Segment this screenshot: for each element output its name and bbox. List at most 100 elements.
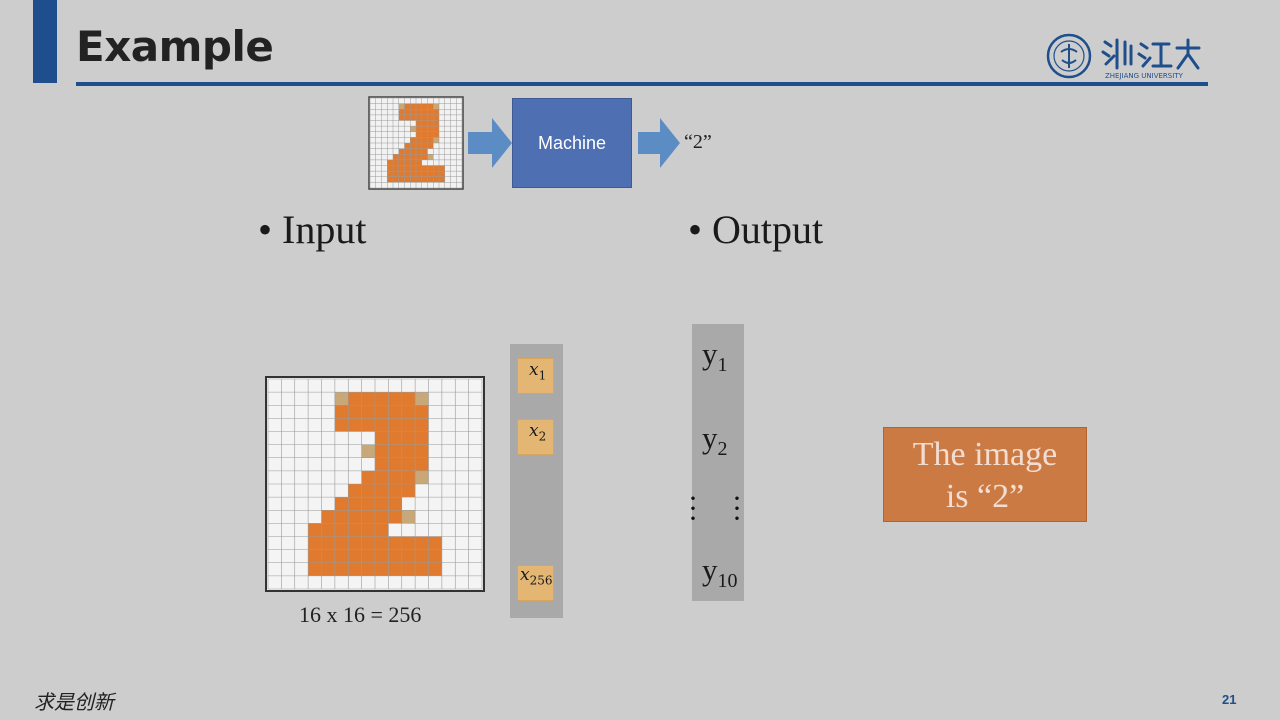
input-heading: • Input <box>258 207 367 252</box>
pixel-cell <box>421 165 428 172</box>
pixel-cell <box>321 523 335 537</box>
pixel-cell <box>388 549 402 563</box>
pixel-cell <box>388 405 402 419</box>
pixel-cell <box>404 165 411 172</box>
pixel-cell <box>416 159 422 166</box>
pixel-cell <box>416 120 422 127</box>
pixel-cell <box>416 154 422 160</box>
pixel-cell <box>410 103 416 110</box>
answer-box: The image is “2” <box>883 427 1087 522</box>
pixel-cell <box>388 418 402 432</box>
pixel-cell <box>388 484 402 498</box>
feature-label-x1: x1 <box>529 360 547 383</box>
feature-label-x256: x256 <box>520 565 553 588</box>
pixel-cell <box>416 103 422 110</box>
pixel-cell <box>334 418 349 432</box>
pixel-cell <box>416 148 422 155</box>
pixel-cell <box>388 562 402 576</box>
feature-label-x2: x2 <box>529 421 547 444</box>
pixel-cell <box>401 562 416 576</box>
pixel-cell <box>415 549 429 563</box>
pixel-cell <box>404 114 411 121</box>
pixel-cell <box>334 497 349 511</box>
machine-box: Machine <box>512 98 632 188</box>
answer-line-2: is “2” <box>945 478 1025 515</box>
pixel-cell <box>404 143 411 149</box>
pixel-cell <box>421 176 428 183</box>
pixel-cell <box>308 549 322 563</box>
pixel-cell <box>375 562 389 576</box>
pixel-cell <box>398 109 405 115</box>
output-vector-column: y1 y2 ··· ··· y10 <box>688 324 744 601</box>
pixel-cell <box>439 176 445 183</box>
pixel-cell <box>361 484 375 498</box>
pixel-cell <box>334 405 349 419</box>
pixel-cell <box>308 536 322 550</box>
slide-title: Example <box>76 22 274 71</box>
pixel-cell <box>404 103 411 110</box>
pixel-cell <box>401 536 416 550</box>
pixel-cell <box>416 143 422 149</box>
pixel-cell <box>361 470 375 484</box>
arrow-right-icon <box>638 118 680 168</box>
pixel-cell <box>427 114 434 121</box>
pixel-cell <box>348 562 362 576</box>
pixel-cell <box>401 405 416 419</box>
pixel-cell <box>416 131 422 138</box>
pixel-cell <box>427 137 434 143</box>
pixel-cell <box>361 510 375 524</box>
pixel-cell <box>410 114 416 121</box>
pixel-cell <box>393 176 399 183</box>
pixel-cell <box>348 549 362 563</box>
pixel-cell <box>433 109 439 115</box>
pixel-cell <box>439 171 445 177</box>
pixel-cell <box>427 171 434 177</box>
pixel-cell <box>433 137 439 143</box>
pixel-cell <box>401 418 416 432</box>
pixel-cell <box>427 165 434 172</box>
pixel-cell <box>361 562 375 576</box>
pixel-cell <box>398 148 405 155</box>
pixel-cell <box>375 431 389 445</box>
pixel-cell <box>334 510 349 524</box>
pixel-cell <box>416 176 422 183</box>
pixel-cell <box>401 470 416 484</box>
pixel-cell <box>361 392 375 406</box>
pixel-cell <box>415 444 429 458</box>
feature-box <box>517 565 554 601</box>
pixel-cell <box>410 137 416 143</box>
pixel-cell <box>375 523 389 537</box>
pixel-cell <box>348 418 362 432</box>
pixel-cell <box>401 444 416 458</box>
university-name-en: ZHEJIANG UNIVERSITY <box>1105 72 1184 80</box>
pixel-cell <box>388 457 402 471</box>
pixel-cell <box>401 484 416 498</box>
pixel-cell <box>348 405 362 419</box>
pixel-cell <box>421 126 428 132</box>
pipeline-output-label: “2” <box>684 131 712 153</box>
footer-motto: 求是创新 <box>34 690 114 714</box>
pixel-cell <box>398 154 405 160</box>
pixel-cell <box>388 497 402 511</box>
pixel-cell <box>433 114 439 121</box>
pixel-cell <box>433 171 439 177</box>
pixel-cell <box>410 109 416 115</box>
pixel-cell <box>433 103 439 110</box>
pixel-cell <box>416 109 422 115</box>
pixel-cell <box>415 562 429 576</box>
pixel-cell <box>388 392 402 406</box>
pixel-cell <box>428 549 442 563</box>
pixel-cell <box>404 148 411 155</box>
pixel-cell <box>361 444 375 458</box>
pixel-cell <box>321 536 335 550</box>
feature-box <box>517 419 554 455</box>
pixel-cell <box>393 159 399 166</box>
pixel-cell <box>421 120 428 127</box>
pixel-cell <box>334 523 349 537</box>
pixel-cell <box>361 405 375 419</box>
pixel-cell <box>433 120 439 127</box>
pixel-cell <box>401 392 416 406</box>
pixel-cell <box>401 549 416 563</box>
pixel-cell <box>421 131 428 138</box>
pixel-cell <box>433 165 439 172</box>
